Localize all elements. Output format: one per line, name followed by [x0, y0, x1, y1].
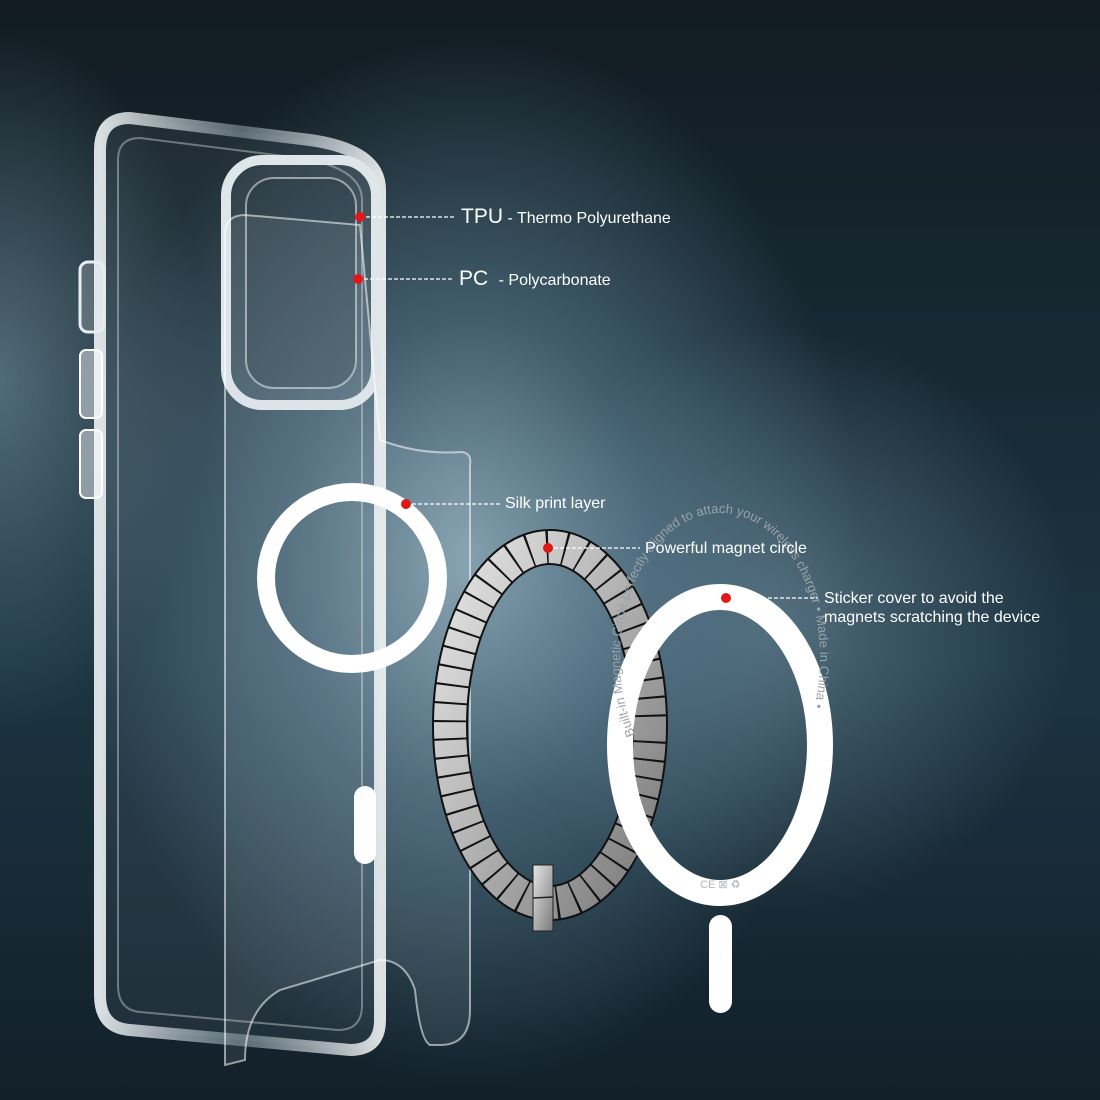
camera-cutout-frame [221, 155, 381, 410]
pc-back-plate [224, 213, 472, 1067]
sticker-line-2: magnets scratching the device [824, 609, 1041, 626]
callout-dots [353, 212, 731, 603]
tpu-desc: - Thermo Polyurethane [507, 210, 671, 227]
ce-mark-icon: CE ⊠ ♻ [700, 879, 740, 891]
callout-silk-print: Silk print layer [505, 495, 606, 512]
callout-sticker-cover: Sticker cover to avoid the magnets scrat… [824, 589, 1040, 627]
callout-pc: PC - Polycarbonate [459, 267, 611, 291]
callout-tpu: TPU - Thermo Polyurethane [461, 205, 671, 229]
pc-abbr: PC [459, 267, 489, 290]
sticker-line-1: Sticker cover to avoid the [824, 590, 1004, 607]
callout-magnet-circle: Powerful magnet circle [645, 540, 807, 557]
tpu-abbr: TPU [461, 205, 503, 228]
silk-print-ring [257, 483, 447, 864]
pc-desc: - Polycarbonate [498, 272, 611, 289]
callout-leaders [358, 216, 818, 599]
